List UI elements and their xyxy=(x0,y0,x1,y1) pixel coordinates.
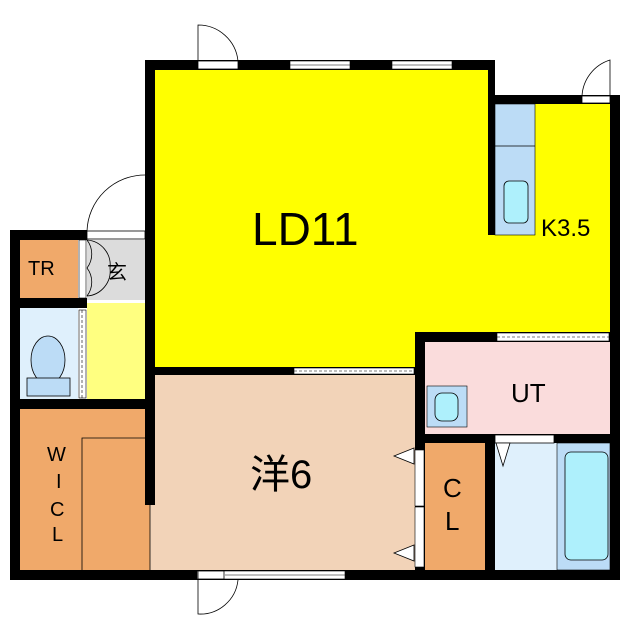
door-opening xyxy=(494,434,555,444)
door-opening xyxy=(197,570,225,580)
washbasin-icon xyxy=(434,392,459,422)
wic-fill xyxy=(20,409,150,570)
window xyxy=(414,506,425,568)
ld-label: LD11 xyxy=(252,203,359,255)
door-opening xyxy=(581,95,611,104)
fixtures xyxy=(26,103,611,571)
entrance-fill xyxy=(87,240,145,300)
kitchen-label: K3.5 xyxy=(541,215,590,242)
toilet-tank-icon xyxy=(26,377,71,397)
window xyxy=(414,449,425,507)
wic-label-w: W xyxy=(47,444,66,466)
door-opening xyxy=(86,230,146,240)
wic-label-c: C xyxy=(50,499,64,521)
closet-door-arrow-icon xyxy=(392,544,415,562)
door-arrow-icon xyxy=(495,442,511,468)
wic-label-l: L xyxy=(52,524,63,546)
door-swing-icon xyxy=(197,24,239,62)
closet-label-l: L xyxy=(445,506,459,536)
window xyxy=(78,239,87,299)
windows xyxy=(78,60,610,580)
western-room-label: 洋6 xyxy=(250,453,312,497)
utility-label: UT xyxy=(511,378,546,408)
bathtub-icon xyxy=(564,451,609,561)
wic-shelf xyxy=(81,437,145,570)
closet-label-c: C xyxy=(443,473,462,503)
room-labels: LD11 K3.5 洋6 UT C L W I C L TR 玄 xyxy=(28,203,590,546)
entrance-label: 玄 xyxy=(107,261,127,284)
door-swing-icon xyxy=(86,174,146,232)
door-swing-icon xyxy=(197,579,239,615)
hallway-fill xyxy=(87,303,145,399)
trunk-room-fill xyxy=(20,240,78,298)
trunk-room-label: TR xyxy=(28,258,55,280)
doors xyxy=(86,24,611,615)
western-room-fill xyxy=(150,375,415,570)
wic-label-i: I xyxy=(56,471,62,493)
door-swing-icon xyxy=(581,59,611,97)
kitchen-sink-icon xyxy=(503,180,529,224)
closet-door-arrow-icon xyxy=(392,447,415,465)
door-opening xyxy=(197,60,239,70)
window xyxy=(78,309,87,399)
toilet-bowl-icon xyxy=(30,335,66,385)
closet-fill xyxy=(425,443,485,570)
door-swing-icon xyxy=(86,239,93,297)
